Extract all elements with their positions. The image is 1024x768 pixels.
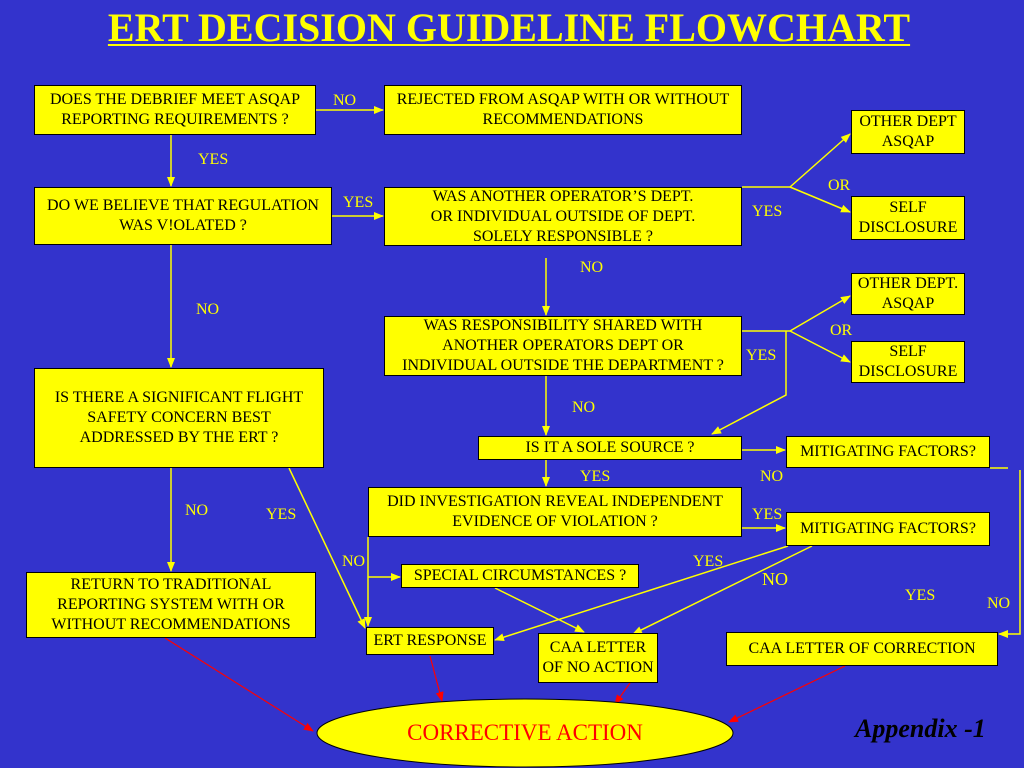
decision-label-yes: YES: [266, 506, 297, 523]
connector-special-to-no-action: [494, 587, 585, 633]
box-independent-evidence-text: DID INVESTIGATION REVEAL INDEPENDENT EVI…: [387, 493, 723, 530]
connector-to-self-disclosure-1: [789, 186, 851, 213]
decision-label-yes: YES: [905, 587, 936, 604]
connector-to-other-dept-2: [789, 295, 851, 332]
box-special-circumstances: SPECIAL CIRCUMSTANCES ?: [401, 564, 639, 588]
decision-label-yes: YES: [580, 468, 611, 485]
box-self-disclosure-1-text: SELF DISCLOSURE: [858, 199, 958, 236]
box-caa-letter-correction: CAA LETTER OF CORRECTION: [726, 632, 998, 666]
box-special-circumstances-text: SPECIAL CIRCUMSTANCES ?: [413, 567, 627, 584]
box-self-disclosure-2-text: SELF DISCLOSURE: [858, 343, 958, 380]
box-shared-responsibility: WAS RESPONSIBILITY SHARED WITH ANOTHER O…: [384, 316, 742, 376]
decision-label-no: NO: [580, 259, 604, 276]
connector-to-other-dept-1: [789, 133, 851, 188]
decision-label-no: NO: [760, 468, 784, 485]
box-other-dept-asqap-1-text: OTHER DEPT ASQAP: [859, 113, 957, 150]
appendix-label: Appendix -1: [855, 714, 986, 743]
connector-flight-safety-to-ert-response: [288, 467, 366, 629]
box-rejected-from-asqap-text: REJECTED FROM ASQAP WITH OR WITHOUT RECO…: [396, 91, 730, 128]
box-debrief-requirements: DOES THE DEBRIEF MEET ASQAP REPORTING RE…: [34, 85, 316, 135]
outcome-arrow-correction: [728, 665, 846, 723]
box-self-disclosure-2: SELF DISCLOSURE: [851, 341, 965, 383]
box-self-disclosure-1: SELF DISCLOSURE: [851, 196, 965, 240]
box-flight-safety-concern-text: IS THERE A SIGNIFICANT FLIGHT SAFETY CON…: [54, 389, 304, 446]
decision-label-or: OR: [828, 177, 851, 194]
box-flight-safety-concern: IS THERE A SIGNIFICANT FLIGHT SAFETY CON…: [34, 368, 324, 468]
connector-mitigating-1-to-correction: [998, 470, 1021, 638]
box-another-operator-responsible-text: WAS ANOTHER OPERATOR’S DEPT. OR INDIVIDU…: [430, 187, 696, 245]
corrective-action-ellipse: [316, 698, 734, 768]
box-mitigating-factors-1: MITIGATING FACTORS?: [786, 436, 990, 468]
decision-label-yes: YES: [198, 151, 229, 168]
box-sole-source-text: IS IT A SOLE SOURCE ?: [525, 439, 695, 456]
box-shared-responsibility-text: WAS RESPONSIBILITY SHARED WITH ANOTHER O…: [402, 317, 724, 374]
decision-label-no: NO: [196, 301, 220, 318]
box-sole-source: IS IT A SOLE SOURCE ?: [478, 436, 742, 460]
box-ert-response: ERT RESPONSE: [366, 627, 494, 655]
corrective-action-label: CORRECTIVE ACTION: [407, 720, 643, 745]
decision-label-yes: YES: [752, 506, 783, 523]
outcome-arrow-return: [164, 637, 314, 732]
box-caa-letter-correction-text: CAA LETTER OF CORRECTION: [748, 640, 976, 657]
decision-label-no: NO: [572, 399, 596, 416]
decision-label-yes: YES: [693, 553, 724, 570]
box-debrief-requirements-text: DOES THE DEBRIEF MEET ASQAP REPORTING RE…: [49, 91, 301, 128]
box-mitigating-factors-1-text: MITIGATING FACTORS?: [800, 443, 976, 460]
box-other-dept-asqap-2: OTHER DEPT. ASQAP: [851, 273, 965, 315]
connector-mitigating-2-to-no-action: [632, 545, 813, 635]
connector-to-self-disclosure-2: [789, 330, 851, 363]
box-caa-letter-no-action: CAA LETTER OF NO ACTION: [538, 633, 658, 683]
box-mitigating-factors-2: MITIGATING FACTORS?: [786, 512, 990, 546]
box-independent-evidence: DID INVESTIGATION REVEAL INDEPENDENT EVI…: [368, 487, 742, 537]
page-title: ERT DECISION GUIDELINE FLOWCHART: [107, 5, 911, 50]
outcome-arrow-ert-response: [429, 655, 444, 702]
connector-mitigating-2-to-ert-response: [494, 545, 789, 642]
decision-label-no: NO: [762, 569, 788, 589]
box-other-dept-asqap-2-text: OTHER DEPT. ASQAP: [857, 275, 959, 312]
outcome-arrow-no-action: [614, 682, 631, 705]
box-return-traditional-reporting-text: RETURN TO TRADITIONAL REPORTING SYSTEM W…: [51, 576, 291, 633]
decision-label-yes: YES: [343, 194, 374, 211]
decision-label-yes: YES: [752, 203, 783, 220]
box-regulation-violated-text: DO WE BELIEVE THAT REGULATION WAS V!OLAT…: [47, 197, 319, 234]
box-another-operator-responsible: WAS ANOTHER OPERATOR’S DEPT. OR INDIVIDU…: [384, 187, 742, 246]
box-other-dept-asqap-1: OTHER DEPT ASQAP: [851, 110, 965, 154]
box-rejected-from-asqap: REJECTED FROM ASQAP WITH OR WITHOUT RECO…: [384, 85, 742, 135]
box-caa-letter-no-action-text: CAA LETTER OF NO ACTION: [542, 639, 654, 676]
decision-label-yes: YES: [746, 347, 777, 364]
decision-label-no: NO: [185, 502, 209, 519]
box-return-traditional-reporting: RETURN TO TRADITIONAL REPORTING SYSTEM W…: [26, 572, 316, 638]
box-regulation-violated: DO WE BELIEVE THAT REGULATION WAS V!OLAT…: [34, 187, 332, 245]
decision-label-no: NO: [333, 92, 357, 109]
decision-label-no: NO: [987, 595, 1011, 612]
box-mitigating-factors-2-text: MITIGATING FACTORS?: [800, 520, 976, 537]
box-ert-response-text: ERT RESPONSE: [373, 632, 487, 649]
decision-label-or: OR: [830, 322, 853, 339]
connector-shared-yes-to-sole-source: [711, 331, 787, 435]
decision-label-no: NO: [342, 553, 366, 570]
